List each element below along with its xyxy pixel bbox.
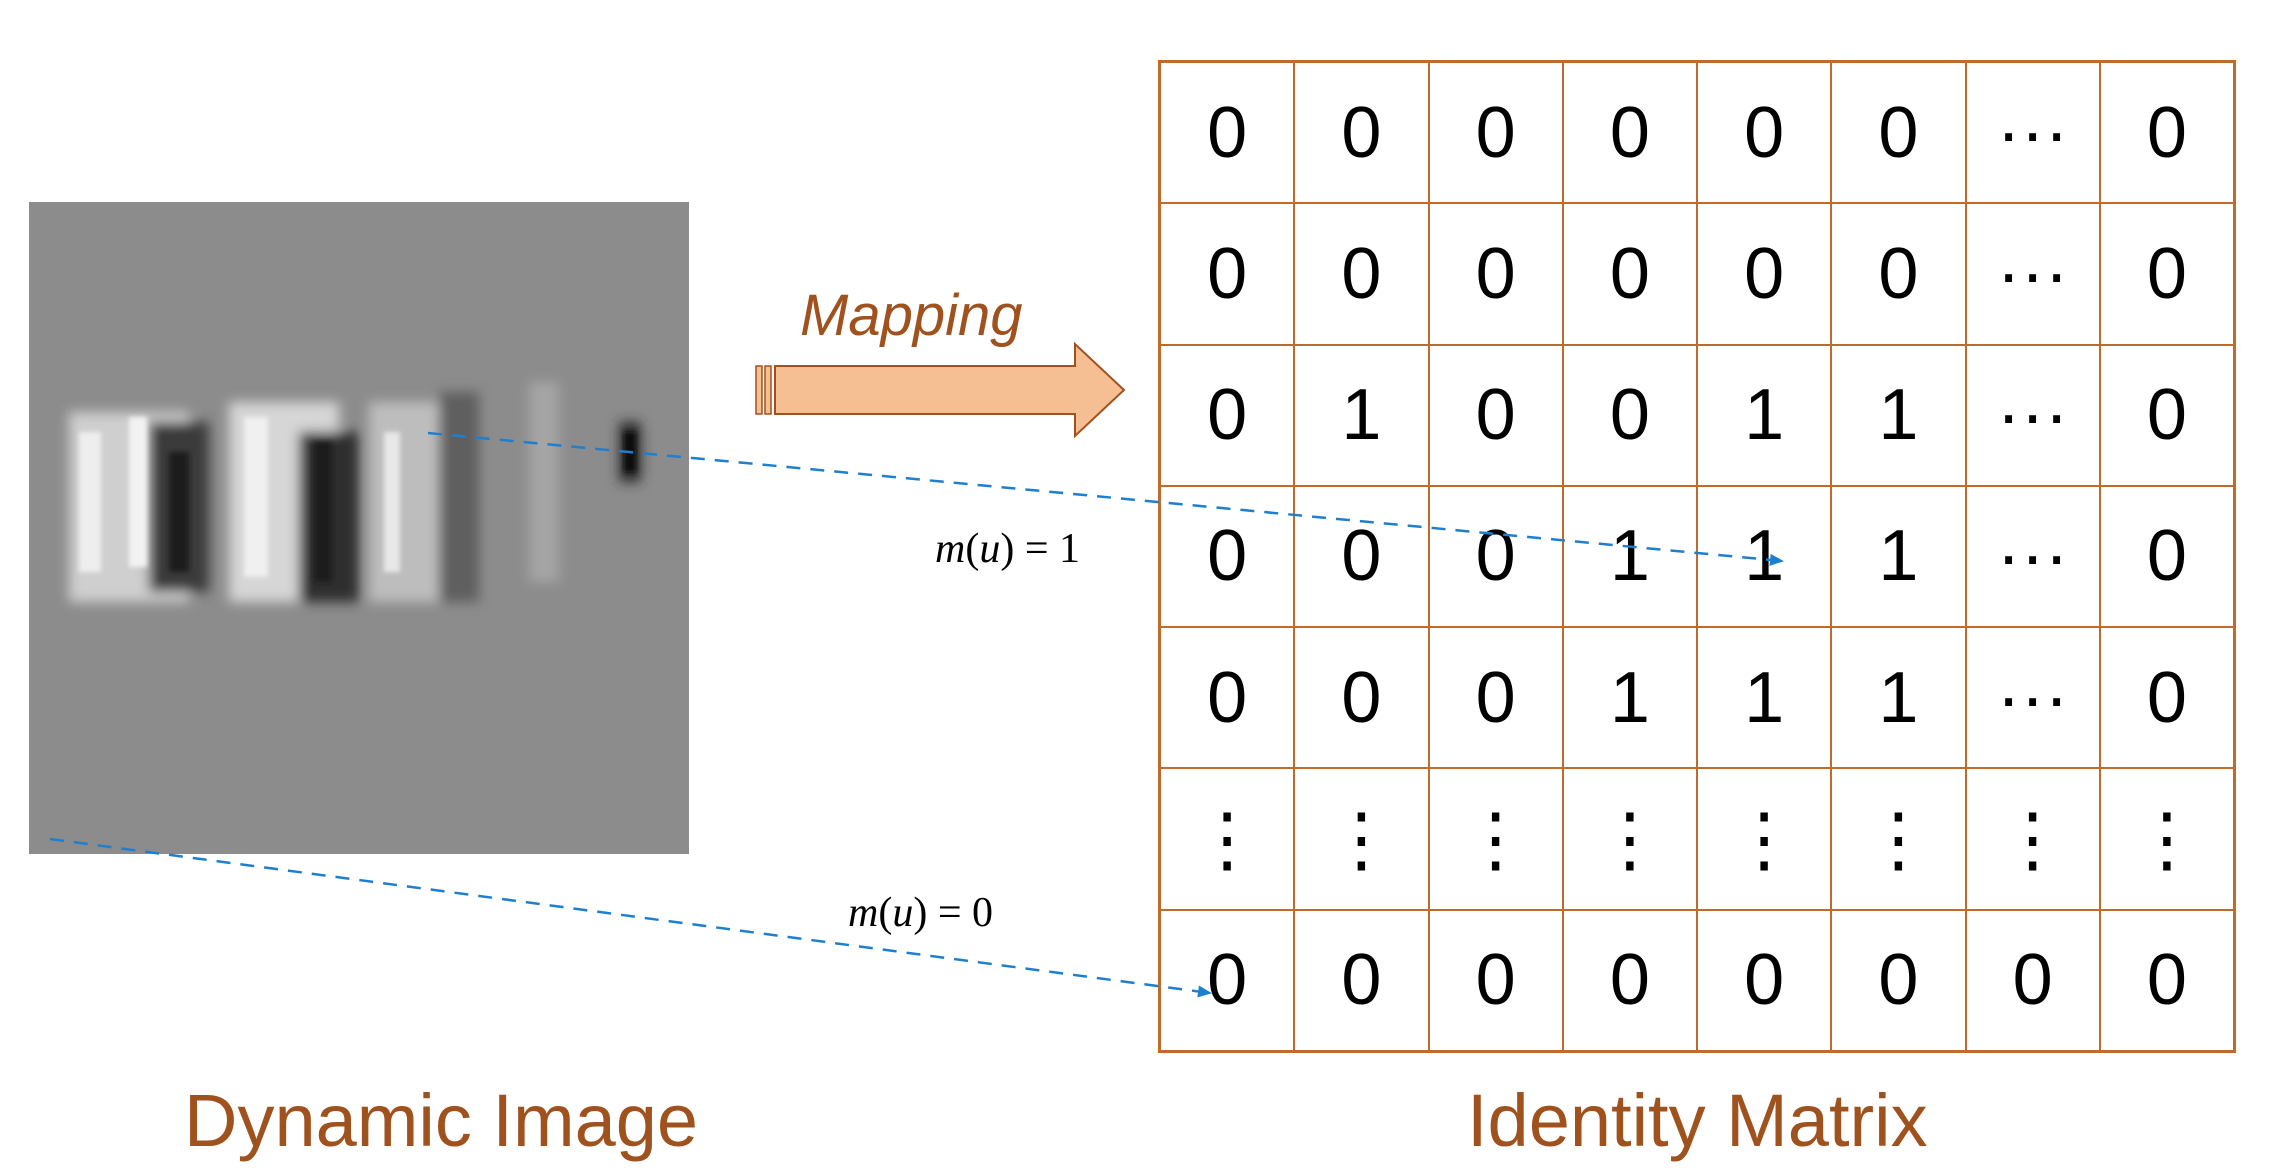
matrix-cell: 0 xyxy=(1697,203,1832,345)
matrix-cell: 0 xyxy=(2099,627,2234,769)
matrix-cell: 0 xyxy=(1697,62,1832,204)
matrix-cell: 0 xyxy=(1428,627,1563,769)
equation-lower-arg: u xyxy=(892,890,914,936)
matrix-cell: 1 xyxy=(1294,344,1429,486)
equation-upper-fn: m xyxy=(935,526,966,572)
matrix-cell: 0 xyxy=(2099,344,2234,486)
matrix-cell: 0 xyxy=(1160,909,1295,1051)
matrix-cell: 0 xyxy=(1831,909,1966,1051)
matrix-cell: 1 xyxy=(1831,627,1966,769)
matrix-cell: 0 xyxy=(1965,909,2100,1051)
matrix-cell: 0 xyxy=(1428,344,1563,486)
matrix-cell: 0 xyxy=(1428,485,1563,628)
matrix-cell: ⋮ xyxy=(1697,768,1832,910)
matrix-cell: ··· xyxy=(1965,485,2100,628)
matrix-cell: 0 xyxy=(2099,62,2234,204)
matrix-cell: 0 xyxy=(1831,62,1966,204)
dynamic-image xyxy=(29,202,689,854)
matrix-cell: 0 xyxy=(1294,627,1429,769)
matrix-cell: 0 xyxy=(1831,203,1966,345)
matrix-cell: 0 xyxy=(1160,344,1295,486)
matrix-cell: 1 xyxy=(1831,485,1966,628)
matrix-cell: 0 xyxy=(1294,62,1429,204)
matrix-cell: 0 xyxy=(1562,203,1697,345)
matrix-cell: 0 xyxy=(1160,627,1295,769)
equation-upper-value: 1 xyxy=(1059,526,1081,572)
mapping-arrow-icon xyxy=(755,341,1126,439)
matrix-cell: ⋮ xyxy=(1831,768,1966,910)
matrix-cell: 0 xyxy=(1160,485,1295,628)
matrix-cell: ⋮ xyxy=(1562,768,1697,910)
dynamic-image-picture xyxy=(29,202,689,854)
caption-dynamic-image: Dynamic Image xyxy=(184,1079,699,1162)
matrix-cell: 1 xyxy=(1697,627,1832,769)
matrix-cell: ⋮ xyxy=(1965,768,2100,910)
matrix-cell: 0 xyxy=(1294,203,1429,345)
matrix-cell: 0 xyxy=(2099,203,2234,345)
matrix-cell: 0 xyxy=(1428,62,1563,204)
matrix-cell: 0 xyxy=(2099,485,2234,628)
matrix-cell: 1 xyxy=(1562,485,1697,628)
matrix-cell: 1 xyxy=(1697,344,1832,486)
equation-lower-value: 0 xyxy=(972,890,994,936)
matrix-cell: 1 xyxy=(1831,344,1966,486)
matrix-cell: 1 xyxy=(1562,627,1697,769)
matrix-cell: 0 xyxy=(1697,909,1832,1051)
matrix-cell: ⋮ xyxy=(1160,768,1295,910)
equation-upper: m(u) = 1 xyxy=(935,526,1081,572)
mapping-label: Mapping xyxy=(800,283,1023,348)
dashed-arrow-upper xyxy=(427,431,1784,566)
matrix-cell: ⋮ xyxy=(2099,768,2234,910)
matrix-cell: ··· xyxy=(1965,62,2100,204)
matrix-cell: 0 xyxy=(1562,344,1697,486)
matrix-cell: ··· xyxy=(1965,627,2100,769)
matrix-cell: ⋮ xyxy=(1294,768,1429,910)
equation-lower: m(u) = 0 xyxy=(848,890,994,936)
matrix-cell: 0 xyxy=(1428,909,1563,1051)
matrix-cell: 0 xyxy=(1562,62,1697,204)
matrix-cell: 0 xyxy=(1294,485,1429,628)
matrix-cell: 0 xyxy=(1562,909,1697,1051)
matrix-cell: 0 xyxy=(2099,909,2234,1051)
equation-upper-arg: u xyxy=(979,526,1001,572)
matrix-cell: ··· xyxy=(1965,344,2100,486)
dashed-arrow-lower xyxy=(49,837,1212,998)
matrix-cell: 0 xyxy=(1160,203,1295,345)
matrix-cell: 0 xyxy=(1160,62,1295,204)
matrix-cell: 0 xyxy=(1294,909,1429,1051)
equation-lower-fn: m xyxy=(848,890,879,936)
matrix-cell: ⋮ xyxy=(1428,768,1563,910)
caption-identity-matrix: Identity Matrix xyxy=(1467,1079,1928,1162)
matrix-cell: ··· xyxy=(1965,203,2100,345)
matrix-cell: 0 xyxy=(1428,203,1563,345)
